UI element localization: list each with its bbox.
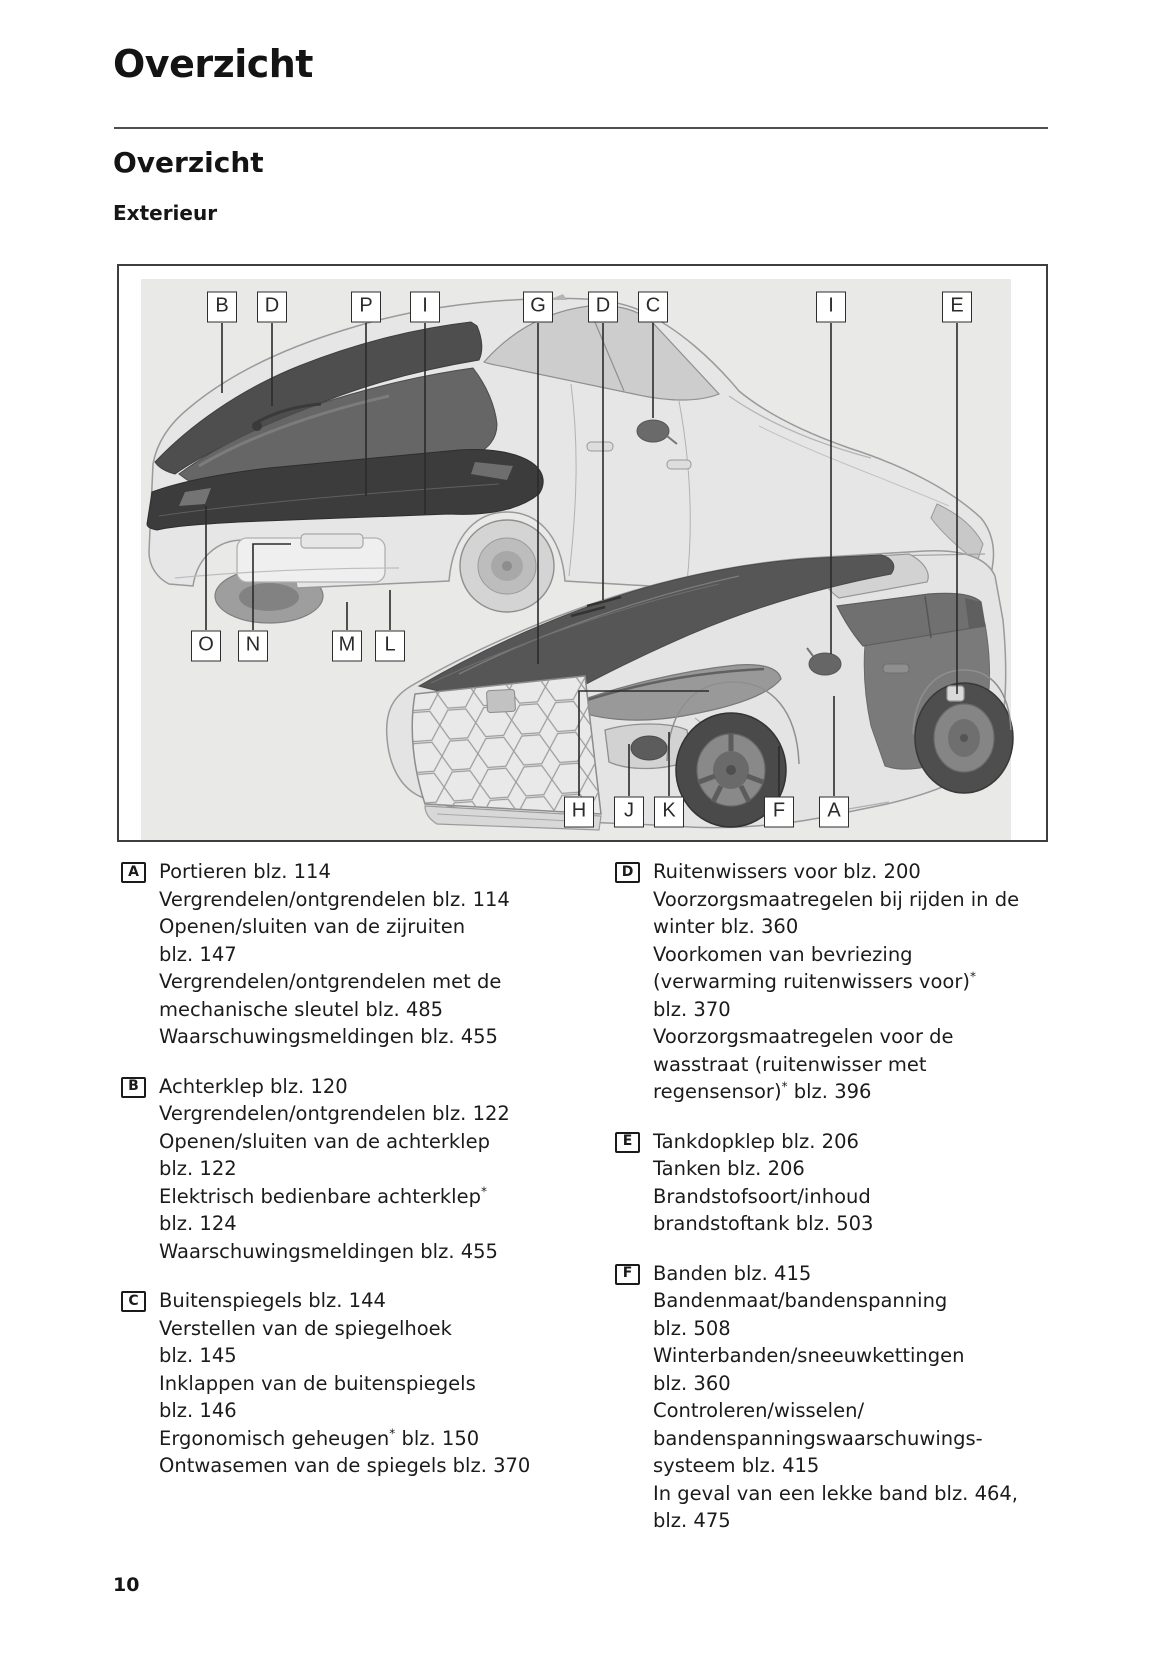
legend-line: blz. 147	[159, 942, 237, 966]
legend-line: Inklappen van de buitenspiegels	[159, 1371, 476, 1395]
diagram-callout-I-7: I	[816, 291, 846, 323]
headlight-icon	[563, 664, 782, 721]
diagram-callout-F-16: F	[764, 796, 794, 828]
legend-line: Openen/sluiten van de zijruiten	[159, 915, 466, 938]
legend-line: blz. 508	[653, 1316, 731, 1340]
legend-line: Elektrisch bedienbare achterklep*	[159, 1184, 487, 1208]
callout-lines	[205, 323, 958, 796]
legend-line: Achterklep blz. 120	[159, 1074, 348, 1098]
legend-line: brandstoftank blz. 503	[653, 1212, 874, 1235]
legend-line: Voorzorgsmaatregelen bij rijden in de	[653, 887, 1020, 911]
diagram-callout-N-10: N	[238, 630, 268, 662]
legend-line: Ontwasemen van de spiegels blz. 370	[159, 1454, 531, 1477]
page-number: 10	[113, 1574, 140, 1596]
legend-line: Vergrendelen/ontgrendelen blz. 122	[159, 1102, 510, 1125]
legend-line: Vergrendelen/ontgrendelen blz. 114	[159, 887, 510, 911]
diagram-callout-M-11: M	[332, 630, 362, 662]
legend-line: Waarschuwingsmeldingen blz. 455	[159, 1025, 498, 1048]
legend-line: Tanken blz. 206	[653, 1157, 805, 1180]
legend-line: Tankdopklep blz. 206	[653, 1129, 859, 1153]
callout-line-H-13	[578, 690, 709, 796]
legend-line: (verwarming ruitenwissers voor)*	[653, 969, 976, 993]
legend-badge-C: C	[121, 1291, 146, 1312]
legend-line: Bandenmaat/bandenspanning	[653, 1289, 948, 1312]
grille-mesh	[412, 676, 601, 814]
fuel-door-icon	[946, 685, 965, 702]
fog-lamp-icon	[630, 735, 668, 761]
title-divider	[114, 127, 1048, 129]
legend-badge-B: B	[121, 1076, 146, 1098]
diagram-callout-E-8: E	[942, 291, 972, 323]
legend-badge-F: F	[615, 1263, 640, 1285]
callout-line-N-10	[252, 543, 291, 630]
legend-badge-D: D	[615, 862, 640, 883]
legend-line: Waarschuwingsmeldingen blz. 455	[159, 1239, 498, 1263]
legend-line: Ruitenwissers voor blz. 200	[653, 860, 921, 883]
legend-line: winter blz. 360	[653, 915, 799, 938]
legend-line: Brandstofsoort/inhoud	[653, 1184, 871, 1208]
legend-line: In geval van een lekke band blz. 464,	[653, 1481, 1018, 1505]
legend-line: blz. 475	[653, 1509, 731, 1532]
legend-line: bandenspanningswaarschuwings-	[653, 1426, 983, 1450]
legend-line: Openen/sluiten van de achterklep	[159, 1129, 490, 1153]
diagram-callout-P-2: P	[351, 291, 381, 323]
diagram-callout-I-3: I	[410, 291, 440, 323]
legend-line: wasstraat (ruitenwisser met	[653, 1052, 927, 1076]
legend-line: Controleren/wisselen/	[653, 1399, 865, 1422]
front-wipers-icon	[586, 595, 622, 608]
legend-line: Winterbanden/sneeuwkettingen	[653, 1344, 965, 1367]
diagram-callout-B-0: B	[207, 291, 237, 323]
legend-line: blz. 146	[159, 1399, 237, 1422]
diagram-callout-D-1: D	[257, 291, 287, 323]
legend-line: Ergonomisch geheugen* blz. 150	[159, 1426, 480, 1450]
legend-line: Buitenspiegels blz. 144	[159, 1289, 386, 1312]
legend-line: Banden blz. 415	[653, 1261, 812, 1285]
legend-line: blz. 370	[653, 997, 731, 1021]
legend-line: blz. 122	[159, 1157, 237, 1180]
rear-car-mirror-icon	[636, 419, 670, 443]
diagram-callout-L-12: L	[375, 630, 405, 662]
diagram-callout-G-4: G	[523, 291, 553, 323]
tail-light-bar	[146, 449, 544, 531]
section-title: Overzicht	[113, 146, 264, 179]
legend-line: Portieren blz. 114	[159, 860, 331, 883]
diagram-callout-O-9: O	[191, 630, 221, 662]
legend-line: Voorkomen van bevriezing	[653, 942, 913, 966]
legend-line: blz. 145	[159, 1344, 237, 1367]
legend-line: Vergrendelen/ontgrendelen met de	[159, 970, 502, 993]
legend-line: blz. 124	[159, 1212, 237, 1235]
diagram-callout-H-13: H	[564, 796, 594, 828]
diagram-callout-K-15: K	[654, 796, 684, 828]
diagram-callout-D-5: D	[588, 291, 618, 323]
page-title: Overzicht	[113, 42, 313, 86]
front-car-mirror-icon	[808, 652, 842, 676]
front-car-illustration	[385, 549, 1014, 831]
legend-line: regensensor)* blz. 396	[653, 1079, 872, 1103]
legend-badge-A: A	[121, 862, 146, 883]
legend-badge-E: E	[615, 1131, 640, 1153]
exterior-diagram-svg	[141, 279, 1014, 840]
rear-car-illustration	[146, 294, 995, 624]
rear-wiper-icon	[252, 421, 262, 431]
legend-line: mechanische sleutel blz. 485	[159, 997, 444, 1021]
diagram-callout-C-6: C	[638, 291, 668, 323]
subsection-title: Exterieur	[113, 201, 218, 225]
diagram-callout-J-14: J	[614, 796, 644, 828]
legend-line: systeem blz. 415	[653, 1454, 820, 1477]
legend-line: Voorzorgsmaatregelen voor de	[653, 1025, 954, 1048]
legend-line: blz. 360	[653, 1371, 731, 1395]
legend-line: Verstellen van de spiegelhoek	[159, 1316, 452, 1340]
diagram-callout-A-17: A	[819, 796, 849, 828]
